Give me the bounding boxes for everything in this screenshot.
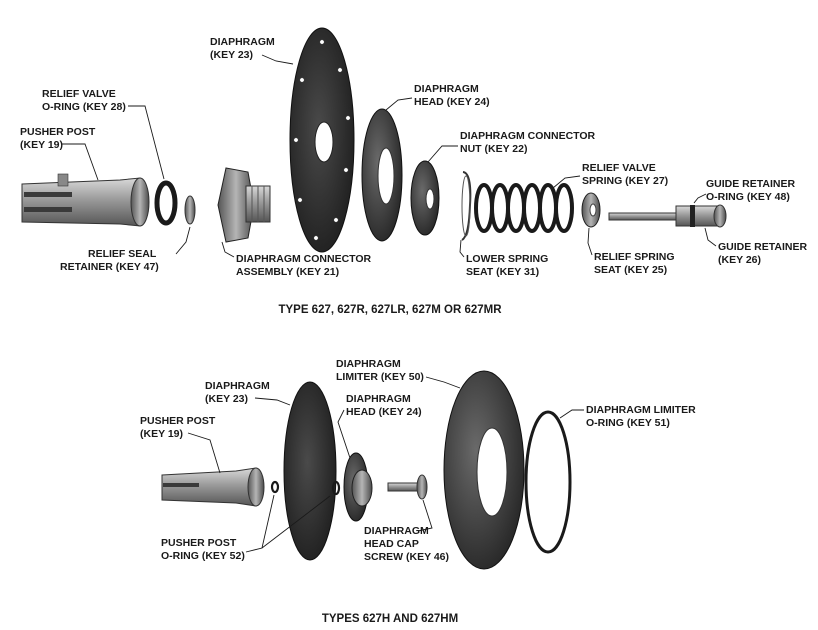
svg-text:PUSHER POST: PUSHER POST (140, 415, 216, 427)
diaphragm-limiter-part (443, 370, 525, 570)
label-relief-valve-spring: RELIEF VALVE SPRING (KEY 27) (582, 162, 668, 187)
bottom-caption: TYPES 627H AND 627HM (322, 613, 458, 625)
svg-text:DIAPHRAGM LIMITER: DIAPHRAGM LIMITER (586, 404, 696, 416)
svg-text:PUSHER POST: PUSHER POST (161, 537, 237, 549)
diaphragm-head-part-bottom (343, 452, 373, 522)
svg-text:HEAD (KEY 24): HEAD (KEY 24) (346, 406, 422, 418)
svg-text:SEAT (KEY 31): SEAT (KEY 31) (466, 266, 539, 278)
label-diaphragm-head-bottom: DIAPHRAGM HEAD (KEY 24) (346, 393, 422, 418)
diaphragm-part-bottom (283, 381, 337, 561)
diaphragm-head-part (361, 108, 403, 242)
label-diaphragm-head: DIAPHRAGM HEAD (KEY 24) (414, 83, 490, 108)
diaphragm-part (289, 27, 355, 253)
svg-text:SEAT (KEY 25): SEAT (KEY 25) (594, 264, 667, 276)
svg-text:RETAINER (KEY 47): RETAINER (KEY 47) (60, 261, 159, 273)
label-head-cap-screw: DIAPHRAGM HEAD CAP SCREW (KEY 46) (364, 525, 449, 563)
svg-text:O-RING (KEY 52): O-RING (KEY 52) (161, 550, 245, 562)
svg-text:HEAD (KEY 24): HEAD (KEY 24) (414, 96, 490, 108)
svg-text:SPRING (KEY 27): SPRING (KEY 27) (582, 175, 668, 187)
svg-text:(KEY 23): (KEY 23) (210, 49, 253, 61)
svg-text:RELIEF VALVE: RELIEF VALVE (582, 162, 656, 174)
svg-text:LIMITER (KEY 50): LIMITER (KEY 50) (336, 371, 424, 383)
top-assembly: DIAPHRAGM (KEY 23) RELIEF VALVE O-RING (… (20, 27, 807, 316)
svg-text:NUT (KEY 22): NUT (KEY 22) (460, 143, 528, 155)
diaphragm-limiter-oring-part (524, 410, 572, 554)
svg-text:GUIDE RETAINER: GUIDE RETAINER (718, 241, 807, 253)
svg-text:DIAPHRAGM: DIAPHRAGM (364, 525, 429, 537)
label-relief-seal-retainer: RELIEF SEAL RETAINER (KEY 47) (60, 248, 159, 273)
svg-text:HEAD CAP: HEAD CAP (364, 538, 419, 550)
svg-text:PUSHER POST: PUSHER POST (20, 126, 96, 138)
svg-text:DIAPHRAGM CONNECTOR: DIAPHRAGM CONNECTOR (460, 130, 596, 142)
svg-text:RELIEF SEAL: RELIEF SEAL (88, 248, 157, 260)
relief-valve-spring-part (474, 183, 574, 233)
label-relief-spring-seat: RELIEF SPRING SEAT (KEY 25) (594, 251, 675, 276)
label-pusher-post-bottom: PUSHER POST (KEY 19) (140, 415, 216, 440)
svg-text:ASSEMBLY (KEY 21): ASSEMBLY (KEY 21) (236, 266, 339, 278)
label-pusher-post: PUSHER POST (KEY 19) (20, 126, 96, 151)
svg-text:(KEY 26): (KEY 26) (718, 254, 761, 266)
head-cap-screw-part (387, 474, 428, 500)
label-pusher-post-oring: PUSHER POST O-RING (KEY 52) (161, 537, 245, 562)
relief-seal-retainer-part (184, 195, 196, 225)
label-guide-retainer-oring: GUIDE RETAINER O-RING (KEY 48) (706, 178, 795, 203)
pusher-post-part (21, 173, 150, 227)
svg-text:LOWER SPRING: LOWER SPRING (466, 253, 548, 265)
label-lower-spring-seat: LOWER SPRING SEAT (KEY 31) (466, 253, 548, 278)
svg-text:(KEY 19): (KEY 19) (140, 428, 183, 440)
svg-text:O-RING (KEY 28): O-RING (KEY 28) (42, 101, 126, 113)
svg-text:(KEY 23): (KEY 23) (205, 393, 248, 405)
relief-valve-oring-part (154, 180, 178, 226)
svg-text:DIAPHRAGM CONNECTOR: DIAPHRAGM CONNECTOR (236, 253, 372, 265)
svg-text:DIAPHRAGM: DIAPHRAGM (210, 36, 275, 48)
svg-text:DIAPHRAGM: DIAPHRAGM (336, 358, 401, 370)
label-limiter-oring: DIAPHRAGM LIMITER O-RING (KEY 51) (586, 404, 696, 429)
svg-text:SCREW (KEY 46): SCREW (KEY 46) (364, 551, 449, 563)
label-relief-valve-oring: RELIEF VALVE O-RING (KEY 28) (42, 88, 126, 113)
svg-text:DIAPHRAGM: DIAPHRAGM (414, 83, 479, 95)
pusher-post-oring-part-2 (331, 480, 341, 496)
relief-spring-seat-part (581, 192, 601, 228)
svg-text:O-RING (KEY 48): O-RING (KEY 48) (706, 191, 790, 203)
top-caption: TYPE 627, 627R, 627LR, 627M OR 627MR (278, 304, 502, 316)
pusher-post-oring-part (270, 480, 280, 494)
svg-text:DIAPHRAGM: DIAPHRAGM (205, 380, 270, 392)
svg-text:DIAPHRAGM: DIAPHRAGM (346, 393, 411, 405)
diaphragm-connector-assembly-part (217, 167, 271, 243)
label-diaphragm-bottom: DIAPHRAGM (KEY 23) (205, 380, 270, 405)
svg-text:(KEY 19): (KEY 19) (20, 139, 63, 151)
guide-retainer-part (608, 204, 727, 228)
label-diaphragm-limiter: DIAPHRAGM LIMITER (KEY 50) (336, 358, 424, 383)
svg-text:RELIEF SPRING: RELIEF SPRING (594, 251, 675, 263)
lower-spring-seat-part (461, 171, 472, 241)
label-connector-assembly: DIAPHRAGM CONNECTOR ASSEMBLY (KEY 21) (236, 253, 372, 278)
svg-text:O-RING (KEY 51): O-RING (KEY 51) (586, 417, 670, 429)
label-connector-nut: DIAPHRAGM CONNECTOR NUT (KEY 22) (460, 130, 596, 155)
label-diaphragm: DIAPHRAGM (KEY 23) (210, 36, 275, 61)
diaphragm-connector-nut-part (410, 160, 440, 236)
bottom-assembly: DIAPHRAGM LIMITER (KEY 50) DIAPHRAGM (KE… (140, 358, 696, 625)
svg-text:RELIEF VALVE: RELIEF VALVE (42, 88, 116, 100)
guide-retainer-oring-part (690, 205, 695, 227)
label-guide-retainer: GUIDE RETAINER (KEY 26) (718, 241, 807, 266)
pusher-post-part-bottom (161, 467, 265, 507)
svg-text:GUIDE RETAINER: GUIDE RETAINER (706, 178, 795, 190)
